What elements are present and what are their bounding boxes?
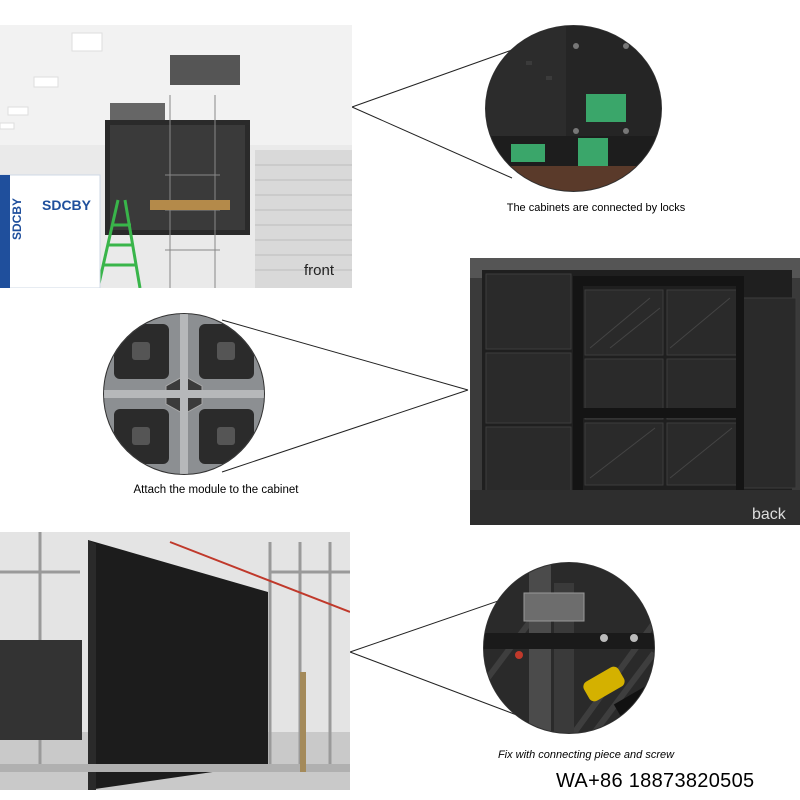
brand-text-vertical: SDCBY (10, 197, 24, 240)
front-photo-scene (0, 25, 352, 288)
locks-detail-image (486, 26, 661, 191)
module-attach-detail-image (104, 314, 264, 474)
panel-frame-photo (0, 532, 350, 790)
back-cabinet-photo: back (470, 258, 800, 525)
back-label: back (752, 506, 786, 523)
front-label: front (304, 262, 335, 279)
front-installation-photo: SDCBY SDCBY front (0, 25, 352, 288)
connecting-piece-caption: Fix with connecting piece and screw (497, 749, 675, 761)
module-attach-caption: Attach the module to the cabinet (133, 484, 299, 496)
brand-text: SDCBY (42, 197, 92, 213)
connecting-piece-detail-image (484, 563, 654, 733)
panel-photo-scene (0, 532, 350, 790)
locks-detail-circle (485, 25, 662, 192)
module-attach-detail-circle (103, 313, 265, 475)
locks-caption: The cabinets are connected by locks (506, 202, 686, 214)
back-photo-scene (470, 258, 800, 525)
whatsapp-contact: WA+86 18873820505 (556, 770, 755, 792)
connecting-piece-detail-circle (483, 562, 655, 734)
